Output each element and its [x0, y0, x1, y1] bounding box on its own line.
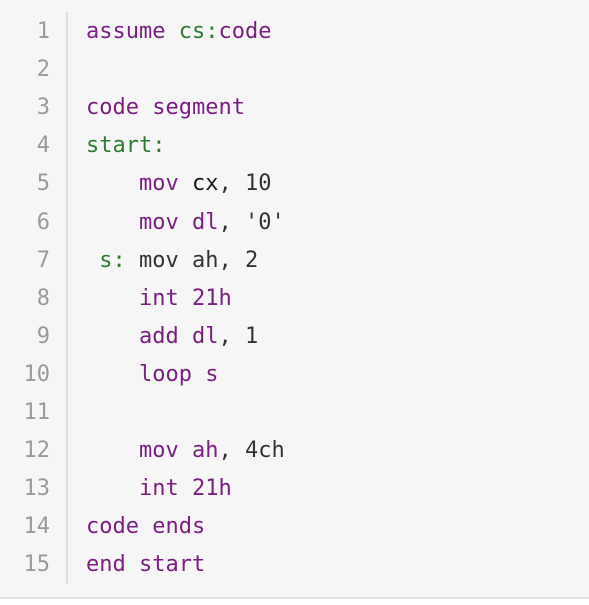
line-number: 4	[36, 133, 50, 159]
code-line: 6 mov dl, '0'	[0, 204, 589, 242]
code-text: loop s	[86, 356, 218, 394]
line-number: 13	[23, 476, 51, 502]
line-number: 10	[23, 361, 51, 387]
code-token: , 4ch	[218, 438, 285, 464]
code-line: 10 loop s	[0, 356, 589, 394]
gutter-divider	[66, 12, 68, 584]
code-line: 5 mov cx, 10	[0, 165, 589, 203]
code-token: s:	[86, 247, 139, 273]
code-token	[86, 171, 139, 196]
code-token: int 21h	[138, 476, 232, 502]
code-token: code segment	[86, 95, 245, 121]
code-text: mov dl, '0'	[86, 204, 285, 242]
code-token	[86, 324, 139, 349]
line-number: 1	[36, 19, 50, 44]
code-token: add	[138, 323, 192, 349]
code-token: cs:	[178, 19, 219, 44]
code-line: 13 int 21h	[0, 470, 589, 508]
code-token: mov ah	[138, 438, 219, 464]
code-token	[86, 362, 139, 387]
code-token	[86, 476, 139, 501]
code-token: int 21h	[138, 285, 232, 311]
code-line: 7 s: mov ah, 2	[0, 242, 589, 280]
code-token: dl	[191, 209, 219, 235]
code-text: mov cx, 10	[86, 165, 271, 203]
code-text: int 21h	[86, 280, 232, 318]
code-text: code ends	[86, 508, 205, 546]
code-text: int 21h	[86, 470, 232, 508]
line-number: 15	[23, 552, 51, 578]
code-token: mov ah, 2	[138, 247, 259, 273]
code-line: 8 int 21h	[0, 280, 589, 318]
code-text: add dl, 1	[86, 318, 258, 356]
code-text: assume cs:code	[86, 13, 271, 51]
code-token: dl	[191, 323, 219, 349]
line-number: 3	[36, 95, 50, 121]
code-token: mov	[138, 209, 192, 235]
code-token	[86, 438, 139, 463]
line-number: 9	[36, 323, 50, 349]
code-text: s: mov ah, 2	[86, 242, 258, 280]
code-line: 15 end start	[0, 546, 589, 584]
code-token: , 1	[218, 323, 259, 349]
line-number: 12	[23, 438, 51, 464]
code-token: end start	[86, 552, 206, 578]
code-line: 12 mov ah, 4ch	[0, 432, 589, 470]
code-text: mov ah, 4ch	[86, 432, 285, 470]
line-number: 11	[23, 400, 51, 425]
code-token	[86, 286, 139, 311]
code-text: end start	[86, 546, 205, 584]
line-number: 2	[36, 57, 50, 83]
code-token: cx	[191, 171, 219, 197]
line-number: 14	[23, 514, 51, 540]
code-token	[86, 210, 139, 235]
code-token: loop s	[138, 361, 219, 387]
line-number: 5	[36, 171, 50, 197]
code-line: 11	[0, 394, 589, 432]
code-token: start:	[86, 133, 166, 159]
code-token: code	[218, 19, 272, 44]
code-line: 14 code ends	[0, 508, 589, 546]
code-token: mov	[138, 171, 192, 197]
code-text: code segment	[86, 89, 245, 127]
line-number: 7	[36, 247, 50, 273]
code-token: , '0'	[218, 209, 285, 235]
code-line: 9 add dl, 1	[0, 318, 589, 356]
code-line: 2	[0, 51, 589, 89]
code-token: , 10	[218, 171, 272, 197]
line-number: 6	[36, 209, 50, 235]
code-token: code ends	[86, 514, 206, 540]
code-token: assume	[86, 19, 179, 44]
code-line: 3 code segment	[0, 89, 589, 127]
code-line: 4 start:	[0, 127, 589, 165]
line-number: 8	[36, 285, 50, 311]
code-line: 1 assume cs:code	[0, 13, 589, 51]
code-text: start:	[86, 127, 165, 165]
